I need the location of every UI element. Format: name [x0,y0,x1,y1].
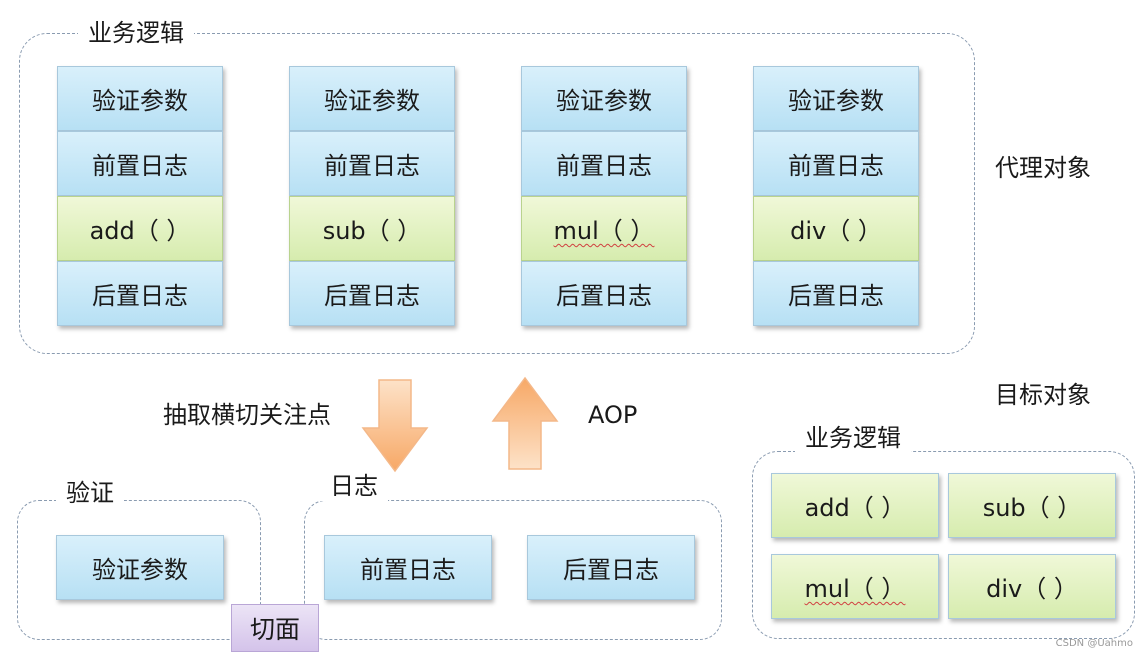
method-sub-cell: sub（ ） [289,196,455,261]
before-log-cell: 前置日志 [521,131,687,196]
proxy-column-add: 验证参数 前置日志 add（ ） 后置日志 [57,66,223,326]
validate-params-cell: 验证参数 [521,66,687,131]
proxy-group-title: 业务逻辑 [78,18,194,48]
watermark: CSDN @Uahmo [1055,638,1133,649]
method-add-cell: add（ ） [57,196,223,261]
down-arrow-icon [361,379,429,473]
proxy-column-div: 验证参数 前置日志 div（ ） 后置日志 [753,66,919,326]
log-group [304,500,722,640]
aop-label: AOP [588,401,638,429]
method-mul-cell: mul（ ） [521,196,687,261]
validate-params-cell: 验证参数 [289,66,455,131]
validation-group-title: 验证 [56,478,124,508]
after-log-cell: 后置日志 [289,261,455,326]
target-object-label: 目标对象 [995,381,1091,409]
before-log-cell: 前置日志 [57,131,223,196]
validate-params-cell: 验证参数 [753,66,919,131]
target-business-logic-group [752,451,1135,639]
up-arrow-icon [491,376,559,470]
validate-params-cell: 验证参数 [57,66,223,131]
before-log-box: 前置日志 [324,535,492,600]
target-mul-label: mul（ ） [804,575,906,603]
method-div-cell: div（ ） [753,196,919,261]
after-log-box: 后置日志 [527,535,695,600]
validation-group [17,500,261,640]
target-div-box: div（ ） [948,554,1116,619]
target-group-title: 业务逻辑 [795,423,911,453]
extract-crosscutting-label: 抽取横切关注点 [163,401,331,429]
after-log-cell: 后置日志 [57,261,223,326]
before-log-cell: 前置日志 [289,131,455,196]
target-mul-box: mul（ ） [771,554,939,619]
before-log-cell: 前置日志 [753,131,919,196]
target-sub-box: sub（ ） [948,473,1116,538]
proxy-business-logic-group [19,33,975,354]
target-add-box: add（ ） [771,473,939,538]
proxy-column-mul: 验证参数 前置日志 mul（ ） 后置日志 [521,66,687,326]
log-group-title: 日志 [320,471,388,501]
method-mul-label: mul（ ） [553,217,655,245]
after-log-cell: 后置日志 [753,261,919,326]
proxy-object-label: 代理对象 [995,154,1091,182]
proxy-column-sub: 验证参数 前置日志 sub（ ） 后置日志 [289,66,455,326]
aspect-label: 切面 [231,604,319,652]
after-log-cell: 后置日志 [521,261,687,326]
validate-params-box: 验证参数 [56,535,224,600]
